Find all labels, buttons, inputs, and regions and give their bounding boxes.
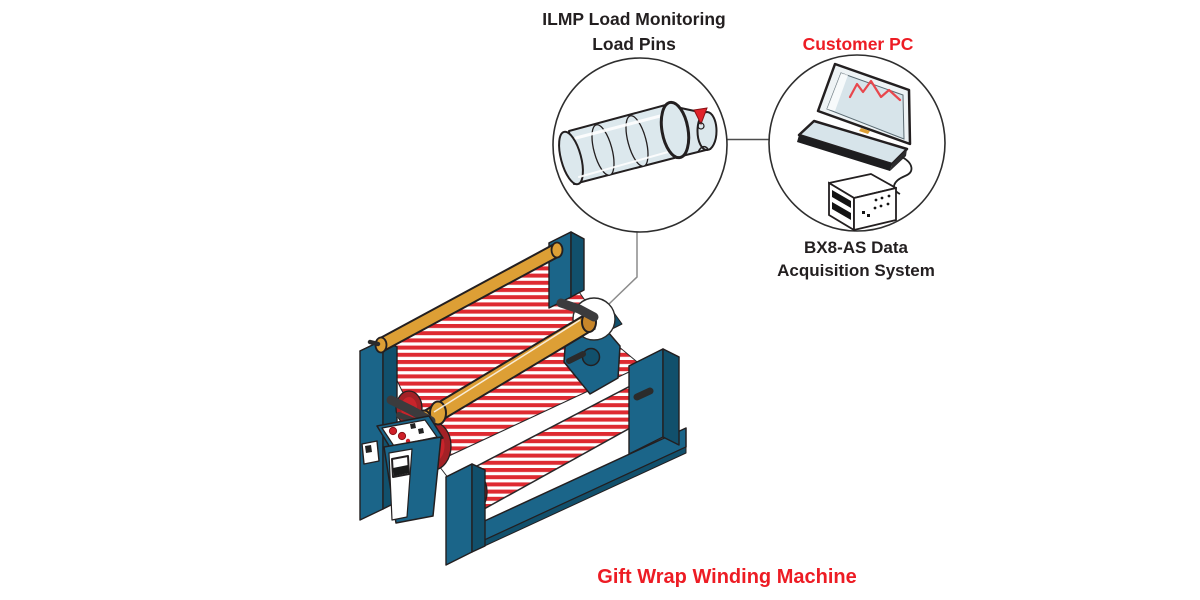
console-red-button[interactable]	[397, 431, 407, 441]
daq-label-line2: Acquisition System	[777, 261, 935, 280]
daq-label: BX8-AS Data Acquisition System	[750, 236, 962, 282]
console-switch[interactable]	[418, 428, 424, 434]
load-pins-label: ILMP Load Monitoring Load Pins	[474, 7, 794, 57]
customer-pc-label: Customer PC	[802, 34, 914, 54]
left-bracket	[445, 463, 486, 566]
zoom-circle-customer-pc	[768, 54, 946, 232]
daq-label-line1: BX8-AS Data	[804, 238, 908, 257]
load-pins-label-line1: ILMP Load Monitoring	[542, 9, 726, 29]
roll-axle-pin	[633, 387, 654, 401]
control-console	[376, 415, 444, 524]
zoom-circle-load-pin	[552, 57, 728, 233]
load-pin-illustration	[558, 100, 718, 186]
trend-chart-line	[848, 79, 902, 102]
load-pins-label-line2: Load Pins	[592, 34, 676, 54]
winding-machine-illustration	[359, 231, 687, 566]
top-roller	[367, 241, 564, 354]
console-red-button[interactable]	[388, 426, 398, 436]
junction-box	[361, 440, 380, 465]
connector-circle-to-machine	[608, 229, 638, 305]
machine-label: Gift Wrap Winding Machine	[597, 566, 857, 588]
console-switch[interactable]	[410, 423, 416, 429]
laptop-illustration	[797, 62, 913, 195]
load-pin-flange	[659, 100, 691, 160]
load-pin-red-marker	[693, 107, 708, 126]
daq-box-illustration	[828, 173, 897, 232]
right-bracket	[628, 348, 680, 455]
